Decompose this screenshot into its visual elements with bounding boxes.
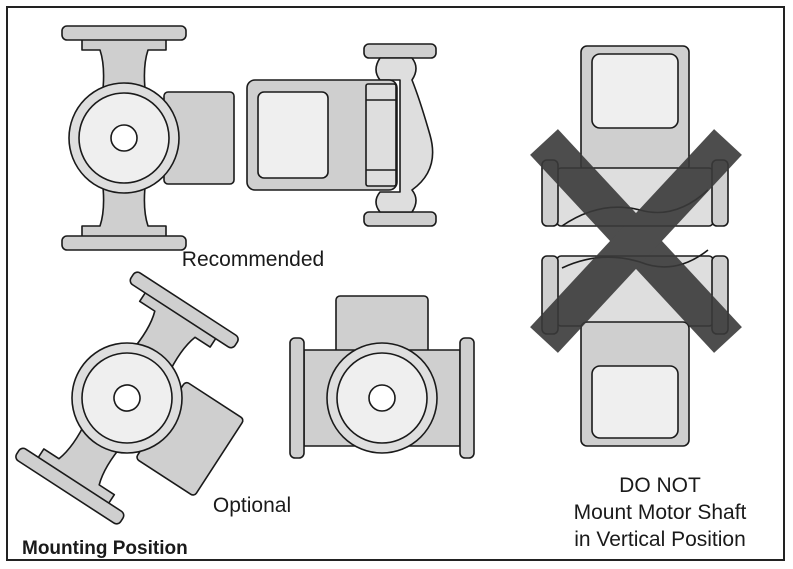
pump-front-view <box>61 25 235 251</box>
x-mark-icon <box>530 129 742 353</box>
pump-side-view <box>246 43 437 227</box>
optional-label: Optional <box>212 494 292 517</box>
diagram-title: Mounting Position <box>22 538 188 559</box>
pump-top-motor-view <box>289 295 475 459</box>
do-not-label: DO NOT Mount Motor Shaft in Vertical Pos… <box>560 472 760 553</box>
do-not-line-3: in Vertical Position <box>574 528 746 551</box>
recommended-label: Recommended <box>181 248 325 271</box>
do-not-line-2: Mount Motor Shaft <box>573 501 747 524</box>
do-not-line-1: DO NOT <box>619 474 701 497</box>
